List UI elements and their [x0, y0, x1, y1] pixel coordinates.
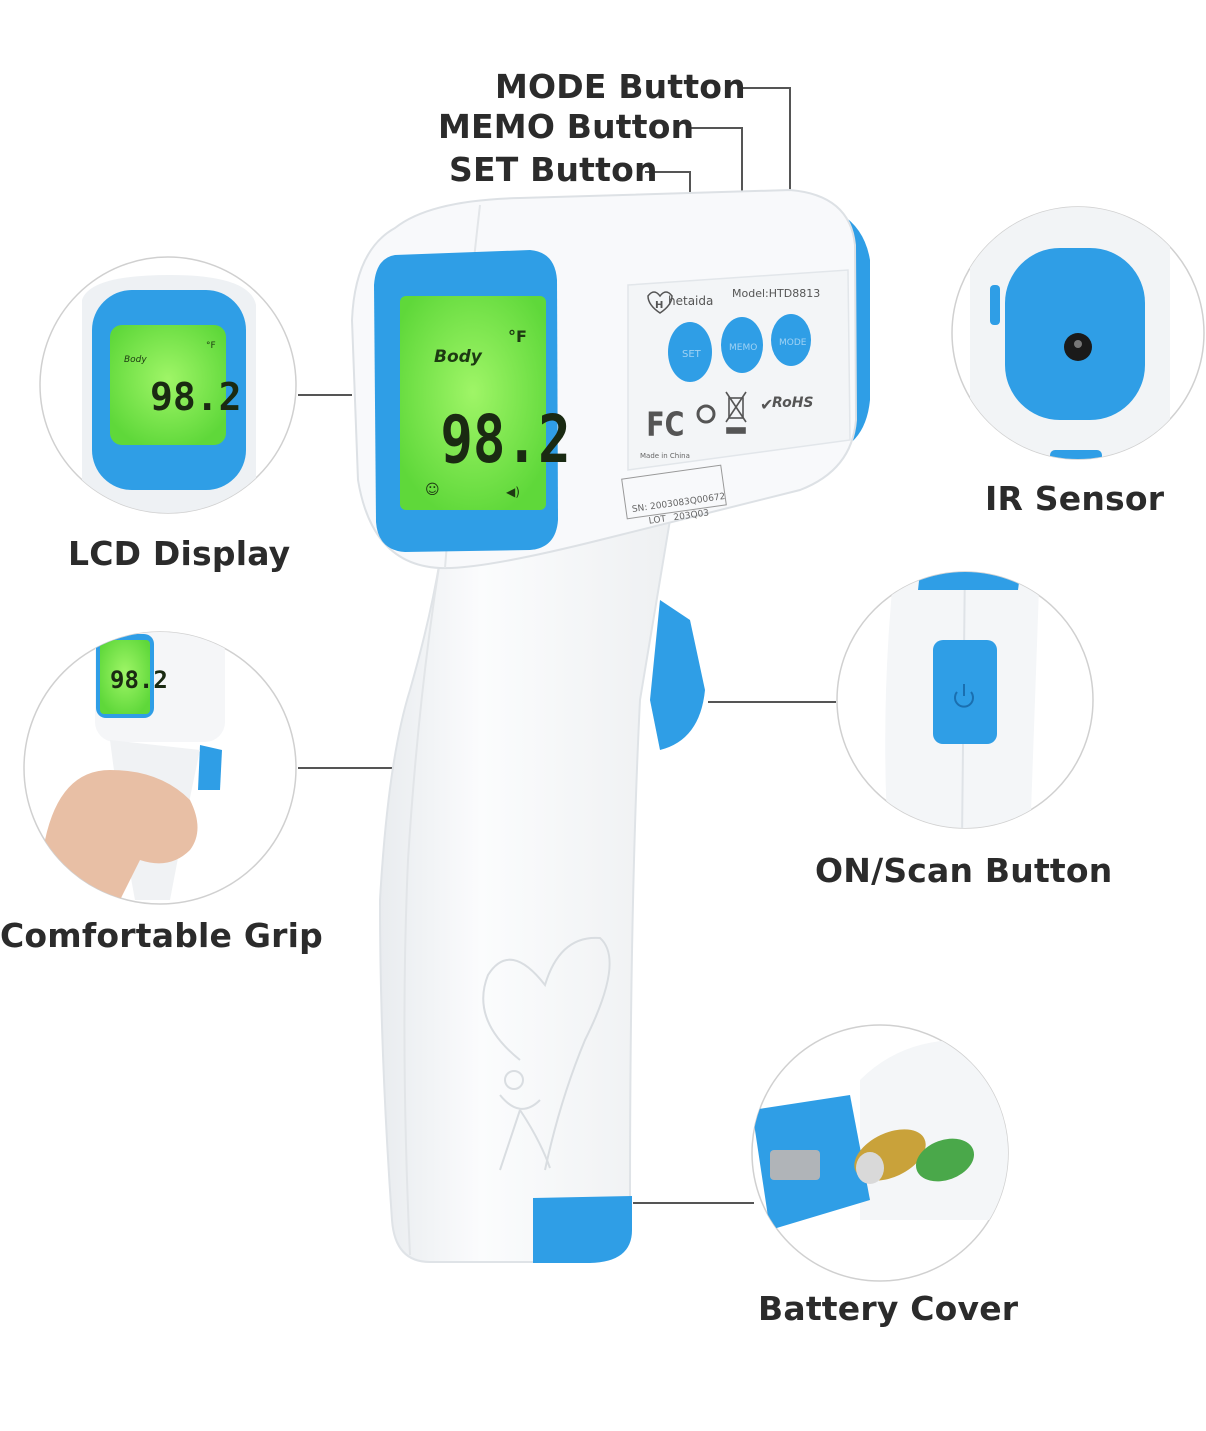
rohs-mark: RoHS: [772, 395, 814, 411]
weee-bin-icon: [725, 391, 747, 434]
mode-button[interactable]: MODE: [771, 314, 811, 366]
handle: [378, 518, 672, 1263]
svg-text:SET: SET: [682, 349, 702, 360]
thermometer-body: Body °F 98.2 ☺ ◀) H hetaida Model:HTD881…: [350, 188, 870, 1263]
brand-logo: H: [647, 291, 673, 314]
on-button-inset: [836, 571, 1094, 829]
lcd-reading-text: 98.2: [440, 402, 570, 479]
battery-cover-label: Battery Cover: [758, 1289, 1019, 1328]
check-icon: ✔: [760, 395, 773, 414]
hand: [40, 770, 198, 900]
speaker-icon: ◀): [506, 485, 520, 499]
power-icon: [954, 684, 974, 708]
memo-button-label: MEMO Button: [438, 107, 695, 146]
ir-sensor-label: IR Sensor: [985, 479, 1165, 518]
set-button-label: SET Button: [449, 150, 658, 189]
svg-text:MEMO: MEMO: [729, 343, 757, 353]
grip-label: Comfortable Grip: [0, 916, 323, 955]
mode-button-label: MODE Button: [495, 67, 746, 106]
memo-button[interactable]: MEMO: [721, 317, 763, 373]
svg-text:Body: Body: [124, 355, 147, 365]
recycle-icon: [696, 404, 716, 424]
svg-text:98.2: 98.2: [110, 666, 168, 694]
svg-text:203Q03: 203Q03: [673, 508, 710, 523]
svg-text:H: H: [655, 300, 663, 311]
trigger: [650, 600, 705, 750]
fc-mark: FC: [646, 406, 684, 444]
lcd-display-label: LCD Display: [68, 534, 291, 573]
lcd-inset: Body °F 98.2: [39, 256, 297, 514]
lcd-screen: [400, 296, 546, 510]
svg-text:LOT: LOT: [648, 514, 667, 526]
svg-text:°F: °F: [206, 341, 216, 351]
on-scan-button-label: ON/Scan Button: [815, 851, 1113, 890]
svg-text:98.2: 98.2: [150, 375, 242, 419]
battery-cover-base: [533, 1196, 632, 1263]
brand-text: hetaida: [668, 294, 713, 308]
lcd-unit-text: °F: [508, 327, 527, 346]
grip-inset: 98.2: [23, 631, 297, 905]
made-in-text: Made in China: [640, 452, 690, 460]
smile-icon: ☺: [425, 482, 440, 498]
battery-inset: [751, 1024, 1009, 1282]
ir-sensor-inset: [951, 206, 1205, 460]
svg-text:MODE: MODE: [779, 338, 807, 348]
model-text: Model:HTD8813: [732, 287, 820, 300]
lcd-mode-text: Body: [434, 347, 483, 367]
heart-figure-icon: [482, 936, 611, 1171]
set-button[interactable]: SET: [668, 322, 712, 382]
